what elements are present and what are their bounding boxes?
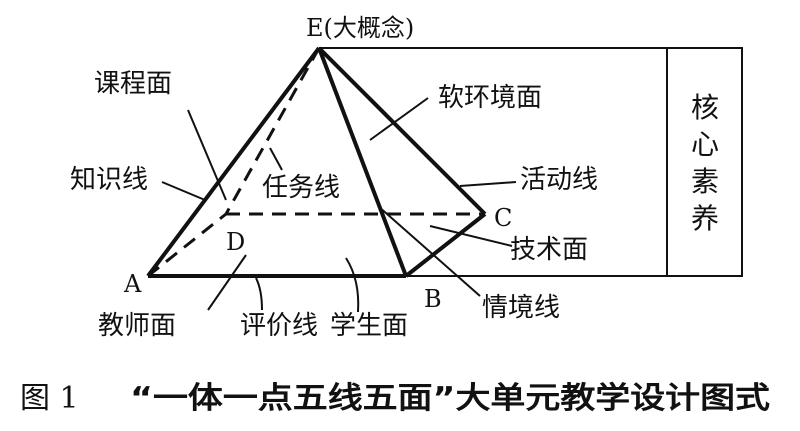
edge-E-C: [317, 46, 487, 216]
edge-E-B: [317, 47, 408, 277]
frame-top-line: [319, 47, 743, 277]
leader-teacher: [207, 254, 247, 311]
edge-E-A: [146, 46, 321, 278]
leader-situation: [377, 205, 481, 297]
point-D: D: [226, 228, 245, 256]
core-char-3: 素: [691, 165, 719, 198]
core-char-4: 养: [691, 202, 719, 235]
edge-B-C: [404, 212, 487, 278]
leader-student: [345, 257, 360, 313]
face-technology-label: 技术面: [510, 235, 588, 265]
face-environment-label: 软环境面: [438, 83, 542, 113]
line-knowledge-label: 知识线: [70, 165, 148, 195]
face-student-label: 学生面: [330, 311, 408, 341]
line-situation-label: 情境线: [482, 293, 560, 323]
line-evaluation-label: 评价线: [240, 311, 318, 341]
core-char-1: 核: [691, 91, 719, 124]
face-course-label: 课程面: [94, 69, 172, 99]
line-activity-label: 活动线: [520, 165, 598, 195]
edge-E-D: [224, 47, 321, 215]
caption-figure-number: 图 1: [20, 381, 79, 416]
leader-technology: [429, 225, 513, 247]
face-teacher-label: 教师面: [98, 311, 176, 341]
line-task-label: 任务线: [262, 173, 340, 203]
leader-knowledge: [161, 181, 206, 201]
leader-task: [269, 147, 283, 171]
apex-label: E(大概念): [306, 14, 414, 42]
core-char-2: 心: [691, 128, 719, 161]
leader-activity: [459, 181, 517, 187]
point-B: B: [424, 285, 442, 313]
point-A: A: [123, 270, 142, 298]
leader-evaluation: [255, 277, 263, 311]
leader-environment: [369, 97, 429, 141]
edge-A-D: [147, 212, 227, 278]
caption-title: “一体一点五线五面”大单元教学设计图式: [130, 381, 770, 416]
point-C: C: [494, 204, 512, 232]
leader-course: [187, 109, 227, 201]
